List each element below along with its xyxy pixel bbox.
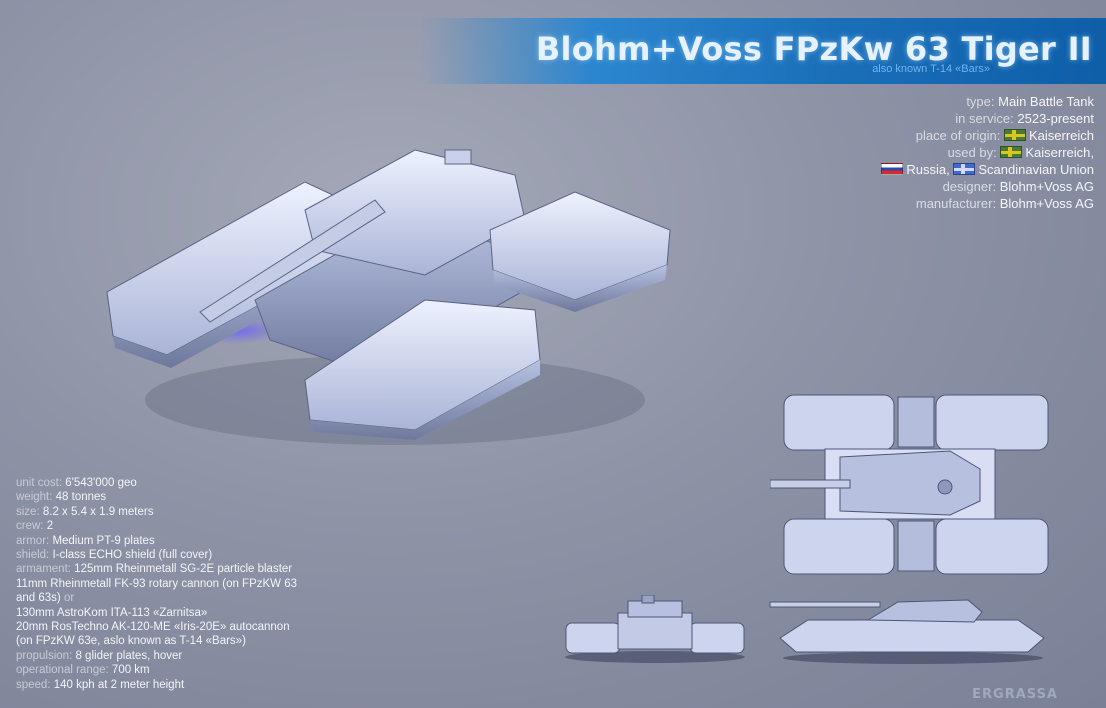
tank-perspective-illustration bbox=[106, 149, 671, 445]
tank-front-view bbox=[565, 595, 745, 663]
detail-armament-line: and 63s) or bbox=[16, 592, 75, 605]
spec-in-service: in service: 2523-present bbox=[955, 111, 1094, 126]
spec-designer: designer: Blohm+Voss AG bbox=[942, 179, 1094, 194]
spec-panel: type: Main Battle Tank in service: 2523-… bbox=[881, 93, 1094, 212]
detail-propulsion: propulsion: 8 glider plates, hover bbox=[16, 649, 183, 662]
russia-flag-icon bbox=[881, 163, 904, 175]
detail-armament: armament: 125mm Rheinmetall SG-2E partic… bbox=[16, 563, 293, 576]
scandinavia-flag-icon bbox=[953, 163, 976, 175]
detail-unit-cost: unit cost: 6'543'000 geo bbox=[16, 477, 137, 489]
detail-speed: speed: 140 kph at 2 meter height bbox=[16, 678, 185, 691]
spec-place-of-origin: place of origin: Kaiserreich bbox=[915, 128, 1094, 143]
detail-operational-range: operational range: 700 km bbox=[16, 664, 150, 677]
title-banner bbox=[420, 18, 1106, 84]
details-panel: unit cost: 6'543'000 geo weight: 48 tonn… bbox=[16, 476, 297, 692]
spec-type: type: Main Battle Tank bbox=[966, 94, 1094, 109]
spec-used-by-cont: Russia, Scandinavian Union bbox=[881, 161, 1094, 178]
detail-armament-line: 11mm Rheinmetall FK-93 rotary cannon (on… bbox=[16, 577, 298, 590]
detail-armament-line: 20mm RosTechno AK-120-ME «Iris-20E» auto… bbox=[16, 621, 290, 634]
tank-side-view bbox=[769, 599, 1045, 664]
kaiserreich-flag-icon bbox=[1003, 129, 1026, 141]
detail-shield: shield: I-class ECHO shield (full cover) bbox=[16, 549, 213, 562]
artist-watermark: ERGRASSA bbox=[972, 687, 1058, 702]
detail-weight: weight: 48 tonnes bbox=[16, 491, 107, 504]
spec-used-by: used by: Kaiserreich, bbox=[947, 145, 1094, 160]
alias-subtitle: also known T-14 «Bars» bbox=[872, 63, 990, 75]
detail-armor: armor: Medium PT-9 plates bbox=[16, 534, 155, 547]
detail-armament-line: 130mm AstroKom ITA-113 «Zarnitsa» bbox=[16, 606, 208, 619]
tank-top-view bbox=[770, 394, 1049, 575]
page-title: Blohm+Voss FPzKw 63 Tiger II bbox=[535, 30, 1092, 68]
kaiserreich-flag-icon bbox=[1000, 146, 1023, 158]
spec-manufacturer: manufacturer: Blohm+Voss AG bbox=[915, 196, 1094, 211]
detail-armament-line: (on FPzKW 63e, aslo known as T-14 «Bars»… bbox=[16, 635, 246, 648]
detail-crew: crew: 2 bbox=[16, 520, 54, 533]
detail-size: size: 8.2 x 5.4 x 1.9 meters bbox=[16, 505, 154, 518]
